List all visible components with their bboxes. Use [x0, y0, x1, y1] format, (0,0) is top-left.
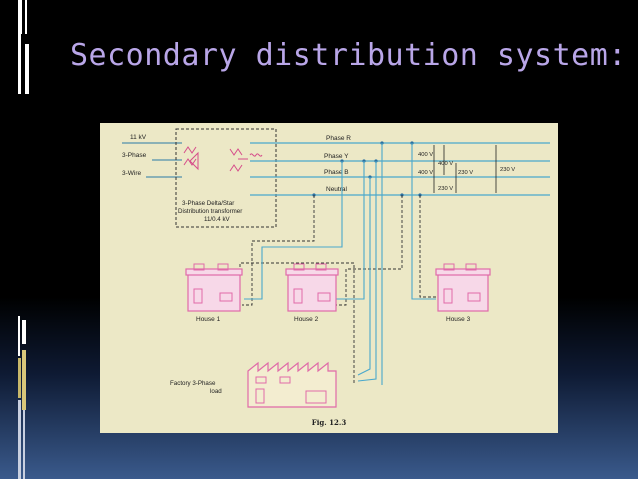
- figure-caption: Fig. 12.3: [311, 418, 347, 427]
- voltage-230-a: 230 V: [458, 170, 473, 176]
- decor-bar-mid-2: [25, 44, 29, 94]
- factory-building: [247, 361, 337, 408]
- house-1-building: [185, 263, 243, 312]
- house-2-building: [285, 263, 339, 312]
- bus-label-r: Phase R: [326, 135, 351, 142]
- transformer-box: [175, 128, 277, 228]
- bus-label-b: Phase B: [324, 169, 349, 176]
- decor-bar-top-2: [25, 0, 27, 34]
- voltage-230-c: 230 V: [438, 186, 453, 192]
- house-2-label: House 2: [294, 316, 319, 323]
- bus-label-y: Phase Y: [324, 153, 349, 160]
- house-3-label: House 3: [446, 316, 471, 323]
- neutral-feeders: [239, 195, 438, 385]
- decor-bar-low-1: [18, 316, 20, 356]
- transformer-label-2: Distribution transformer: [178, 208, 242, 215]
- supply-label-phase: 3-Phase: [122, 152, 147, 159]
- decor-bar-low-3: [18, 358, 21, 398]
- supply-label-kv: 11 kV: [130, 134, 147, 141]
- delta-winding-icon: [183, 146, 199, 171]
- house-3-building: [435, 263, 491, 312]
- decor-bar-low-6: [23, 410, 25, 479]
- distribution-diagram: 11 kV 3-Phase 3-Wire 3-Phase Delta/Star …: [100, 123, 558, 433]
- decor-bar-low-2: [22, 320, 26, 344]
- voltage-arrows: [433, 145, 497, 193]
- phase-feeders: [244, 143, 436, 385]
- decor-bar-mid-1: [18, 34, 21, 94]
- slide-title: Secondary distribution system:: [70, 38, 627, 73]
- supply-label-wire: 3-Wire: [122, 170, 142, 177]
- decor-bar-low-4: [22, 350, 26, 410]
- voltage-230-b: 230 V: [500, 167, 515, 173]
- transformer-label-1: 3-Phase Delta/Star: [182, 200, 234, 207]
- voltage-400-bot: 400 V: [418, 170, 433, 176]
- bus-lines: [250, 142, 550, 196]
- house-1-label: House 1: [196, 316, 221, 323]
- transformer-label-3: 11/0.4 kV: [204, 216, 231, 223]
- star-winding-icon: [229, 148, 263, 172]
- factory-label-2: load: [210, 388, 222, 395]
- voltage-400-top: 400 V: [418, 152, 433, 158]
- diagram-svg: 11 kV 3-Phase 3-Wire 3-Phase Delta/Star …: [122, 128, 550, 408]
- factory-label-1: Factory 3-Phase: [170, 380, 216, 387]
- decor-bar-low-5: [18, 400, 21, 479]
- decor-bar-top-1: [18, 0, 22, 34]
- bus-label-n: Neutral: [326, 186, 348, 193]
- voltage-400-mid: 400 V: [438, 161, 453, 167]
